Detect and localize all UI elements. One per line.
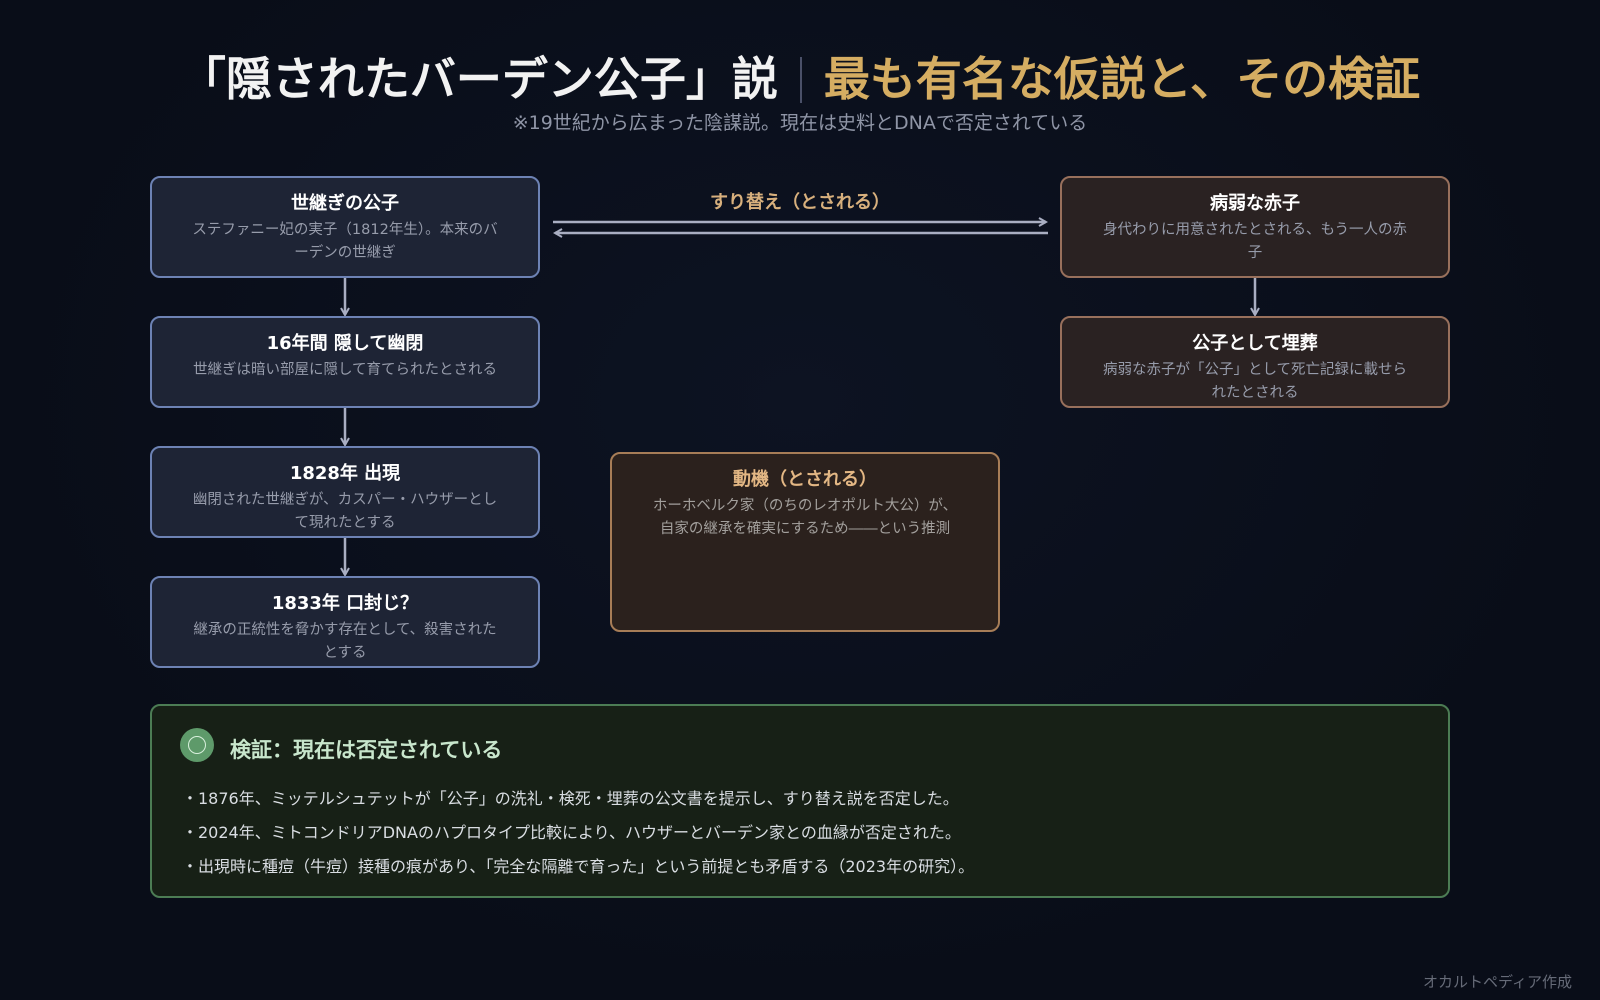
node-desc: ホーホベルク家（のちのレオポルト大公）が、自家の継承を確実にするため――という推… [652, 498, 958, 537]
node-silenced-1833: 1833年 口封じ？ 継承の正統性を脅かす存在として、殺害されたとする [150, 576, 540, 668]
node-title: 動機（とされる） [733, 469, 877, 490]
swap-label: すり替え（とされる） [710, 192, 890, 213]
node-appearance-1828: 1828年 出現 幽閉された世継ぎが、カスパー・ハウザーとして現れたとする [150, 446, 540, 538]
circle-check-icon [180, 728, 214, 762]
verification-panel: 検証：現在は否定されている ・1876年、ミッテルシュテットが「公子」の洗礼・検… [150, 704, 1450, 898]
node-hidden-confinement: 16年間 隠して幽閉 世継ぎは暗い部屋に隠して育てられたとされる [150, 316, 540, 408]
page-title: 「隠されたバーデン公子」説 最も有名な仮説と、その検証 [0, 52, 1600, 107]
node-title: 1828年 出現 [289, 463, 401, 484]
node-desc: 幽閉された世継ぎが、カスパー・ハウザーとして現れたとする [192, 492, 498, 531]
verification-title: 検証：現在は否定されている [230, 738, 503, 762]
title-main: 「隠されたバーデン公子」説 [179, 52, 778, 106]
node-desc: 身代わりに用意されたとされる、もう一人の赤子 [1102, 222, 1408, 261]
node-desc: 世継ぎは暗い部屋に隠して育てられたとされる [192, 362, 498, 379]
node-buried-as-prince: 公子として埋葬 病弱な赤子が「公子」として死亡記録に載せられたとされる [1060, 316, 1450, 408]
node-title: 世継ぎの公子 [291, 193, 399, 214]
page-subtitle: ※19世紀から広まった陰謀説。現在は史料とDNAで否定されている [512, 112, 1088, 134]
node-heir-prince: 世継ぎの公子 ステファニー妃の実子（1812年生）。本来のバーデンの世継ぎ [150, 176, 540, 278]
node-title: 16年間 隠して幽閉 [266, 333, 424, 354]
node-title: 公子として埋葬 [1192, 333, 1318, 354]
list-item: ・1876年、ミッテルシュテットが「公子」の洗礼・検死・埋葬の公文書を提示し、す… [182, 789, 959, 808]
node-title: 1833年 口封じ？ [271, 593, 419, 614]
node-desc: 病弱な赤子が「公子」として死亡記録に載せられたとされる [1102, 362, 1408, 401]
title-separator [799, 56, 802, 103]
list-item: ・出現時に種痘（牛痘）接種の痕があり、「完全な隔離で育った」という前提とも矛盾す… [182, 857, 975, 876]
node-desc: 継承の正統性を脅かす存在として、殺害されたとする [193, 622, 497, 661]
node-sickly-infant: 病弱な赤子 身代わりに用意されたとされる、もう一人の赤子 [1060, 176, 1450, 278]
node-motive: 動機（とされる） ホーホベルク家（のちのレオポルト大公）が、自家の継承を確実にす… [610, 452, 1000, 632]
list-item: ・2024年、ミトコンドリアDNAのハプロタイプ比較により、ハウザーとバーデン家… [182, 823, 961, 842]
node-title: 病弱な赤子 [1210, 193, 1300, 214]
credit: オカルトペディア作成 [1423, 973, 1572, 991]
title-sub: 最も有名な仮説と、その検証 [823, 52, 1421, 106]
verification-list: ・1876年、ミッテルシュテットが「公子」の洗礼・検死・埋葬の公文書を提示し、す… [182, 788, 1428, 890]
node-desc: ステファニー妃の実子（1812年生）。本来のバーデンの世継ぎ [192, 222, 498, 261]
